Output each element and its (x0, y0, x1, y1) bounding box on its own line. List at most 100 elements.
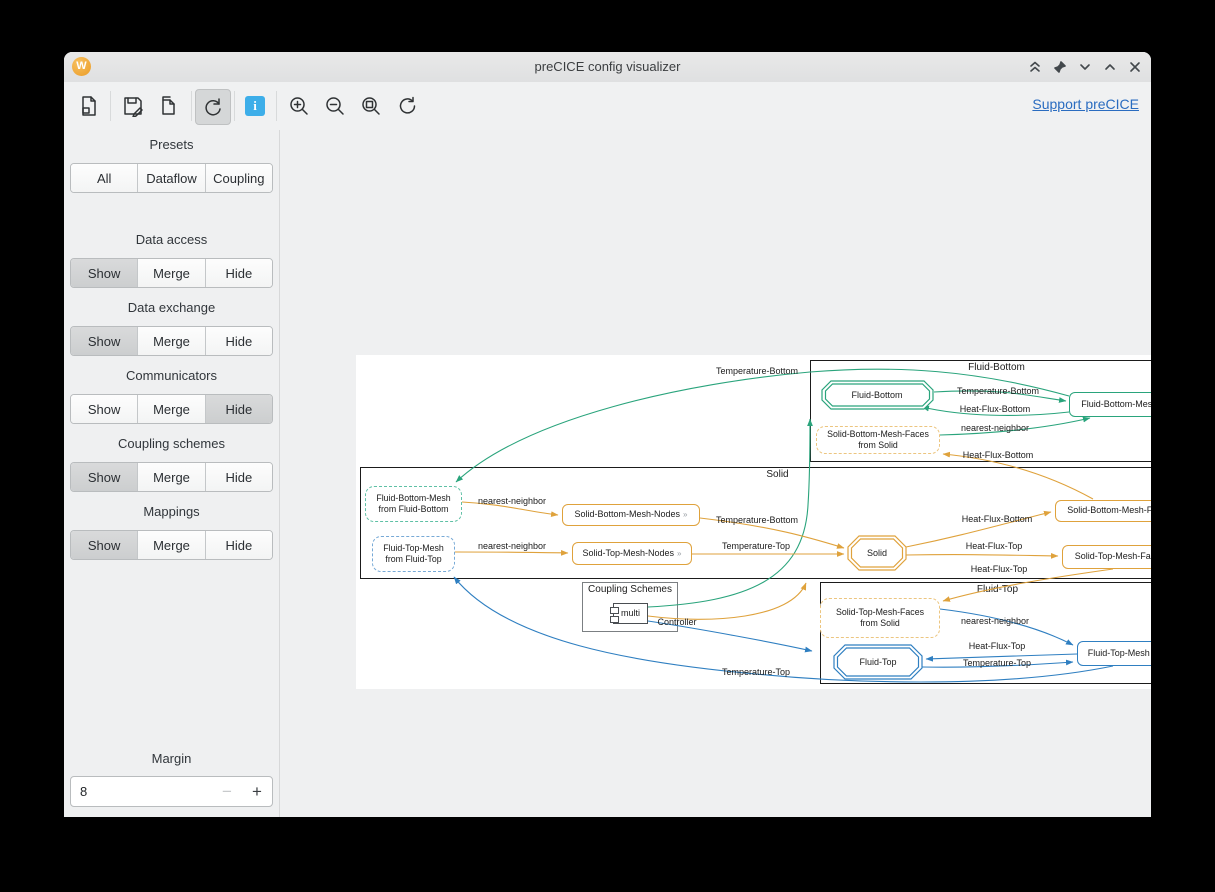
node-fluid-bottom-mesh-from-fluid-bottom[interactable]: Fluid-Bottom-Mesh from Fluid-Bottom (365, 486, 462, 522)
data-access-group: Show Merge Hide (70, 258, 273, 288)
cluster-title: Solid (766, 469, 789, 480)
toolbar: i Support preCICE (64, 82, 1151, 130)
node-solid-participant[interactable]: Solid (866, 548, 888, 558)
edge-label: Heat-Flux-Top (970, 564, 1028, 574)
edge-label: Heat-Flux-Top (968, 641, 1026, 651)
mappings-label: Mappings (143, 504, 200, 519)
mappings-show-button[interactable]: Show (71, 531, 139, 559)
edge-label: Temperature-Top (962, 658, 1032, 668)
toolbar-separator (191, 91, 192, 121)
open-file-button[interactable] (72, 89, 106, 123)
data-exchange-hide-button[interactable]: Hide (205, 327, 272, 355)
edge-label: Heat-Flux-Bottom (962, 450, 1034, 460)
pin-icon[interactable] (1052, 59, 1068, 75)
keep-above-icon[interactable] (1027, 59, 1043, 75)
coupling-schemes-show-button[interactable]: Show (71, 463, 139, 491)
coupling-schemes-hide-button[interactable]: Hide (205, 463, 272, 491)
data-exchange-label: Data exchange (127, 300, 216, 315)
edge-label: nearest-neighbor (477, 496, 547, 506)
edge-label: nearest-neighbor (960, 423, 1030, 433)
node-solid-top-mesh-nodes[interactable]: Solid-Top-Mesh-Nodes» (572, 542, 692, 565)
edge-label: nearest-neighbor (477, 541, 547, 551)
preset-all-button[interactable]: All (71, 164, 139, 192)
zoom-fit-button[interactable] (354, 89, 388, 123)
mappings-merge-button[interactable]: Merge (138, 531, 206, 559)
node-fluid-bottom-participant[interactable]: Fluid-Bottom (851, 390, 903, 400)
mesh-marker-icon: » (683, 510, 688, 519)
minimize-icon[interactable] (1077, 59, 1093, 75)
margin-increment-button[interactable]: + (252, 781, 262, 801)
communicators-hide-button[interactable]: Hide (205, 395, 272, 423)
copy-button[interactable] (150, 89, 184, 123)
margin-decrement-button[interactable]: − (222, 781, 232, 801)
edge-label: nearest-neighbor (960, 616, 1030, 626)
data-exchange-group: Show Merge Hide (70, 326, 273, 356)
window-title: preCICE config visualizer (534, 59, 681, 74)
save-button[interactable] (116, 89, 150, 123)
edge-label: Temperature-Top (721, 667, 791, 677)
edge-label: Controller (657, 617, 697, 627)
graph-view[interactable]: Fluid-Bottom Solid Coupling Schemes Flui… (280, 130, 1151, 817)
zoom-out-button[interactable] (318, 89, 352, 123)
refresh-button[interactable] (195, 89, 231, 125)
presets-label: Presets (149, 137, 194, 152)
support-precice-link[interactable]: Support preCICE (1032, 96, 1139, 112)
data-access-merge-button[interactable]: Merge (138, 259, 206, 287)
zoom-in-button[interactable] (282, 89, 316, 123)
sidebar: Presets All Dataflow Coupling Data acces… (64, 130, 280, 817)
coupling-schemes-merge-button[interactable]: Merge (138, 463, 206, 491)
node-fluid-bottom-mesh[interactable]: Fluid-Bottom-Mesh» (1069, 392, 1151, 417)
mesh-marker-icon: » (677, 548, 682, 558)
node-solid-top-mesh-faces[interactable]: Solid-Top-Mesh-Faces» (1062, 545, 1151, 569)
titlebar: W preCICE config visualizer (64, 52, 1151, 83)
toolbar-separator (234, 91, 235, 121)
margin-input[interactable] (71, 783, 212, 800)
coupling-schemes-label: Coupling schemes (118, 436, 225, 451)
node-solid-bottom-mesh-faces[interactable]: Solid-Bottom-Mesh-Faces» (1055, 500, 1151, 522)
node-solid-bottom-mesh-nodes[interactable]: Solid-Bottom-Mesh-Nodes» (562, 504, 700, 526)
edge-label: Heat-Flux-Bottom (961, 514, 1033, 524)
diagram-canvas[interactable]: Fluid-Bottom Solid Coupling Schemes Flui… (356, 355, 1151, 689)
preset-dataflow-button[interactable]: Dataflow (138, 164, 206, 192)
node-solid-top-mesh-faces-from-solid[interactable]: Solid-Top-Mesh-Faces from Solid (820, 598, 940, 638)
mappings-hide-button[interactable]: Hide (205, 531, 272, 559)
node-solid-bottom-mesh-faces-from-solid[interactable]: Solid-Bottom-Mesh-Faces from Solid (816, 426, 940, 454)
presets-group: All Dataflow Coupling (70, 163, 273, 193)
component-tab (610, 607, 619, 614)
margin-spinbox: − + (70, 776, 273, 807)
node-fluid-top-mesh-from-fluid-top[interactable]: Fluid-Top-Mesh from Fluid-Top (372, 536, 455, 572)
data-exchange-show-button[interactable]: Show (71, 327, 139, 355)
component-tab (610, 616, 619, 623)
data-access-show-button[interactable]: Show (71, 259, 139, 287)
app-window: W preCICE config visualizer (64, 52, 1151, 817)
app-icon[interactable]: W (72, 57, 91, 76)
data-access-label: Data access (135, 232, 208, 247)
data-access-hide-button[interactable]: Hide (205, 259, 272, 287)
cluster-title: Coupling Schemes (588, 584, 672, 595)
cluster-title: Fluid-Bottom (968, 362, 1025, 373)
edge-label: Temperature-Top (721, 541, 791, 551)
coupling-schemes-group: Show Merge Hide (70, 462, 273, 492)
preset-coupling-button[interactable]: Coupling (205, 164, 272, 192)
margin-label: Margin (151, 751, 192, 766)
data-exchange-merge-button[interactable]: Merge (138, 327, 206, 355)
communicators-show-button[interactable]: Show (71, 395, 139, 423)
node-fluid-top-mesh[interactable]: Fluid-Top-Mesh» (1077, 641, 1151, 666)
communicators-merge-button[interactable]: Merge (138, 395, 206, 423)
info-button[interactable]: i (238, 89, 272, 123)
edge-label: Temperature-Bottom (715, 366, 799, 376)
zoom-reset-button[interactable] (390, 89, 424, 123)
node-multi-coupling-scheme[interactable]: multi (610, 603, 648, 624)
toolbar-separator (110, 91, 111, 121)
communicators-label: Communicators (125, 368, 218, 383)
maximize-icon[interactable] (1102, 59, 1118, 75)
cluster-title: Fluid-Top (976, 584, 1019, 595)
info-icon: i (245, 96, 265, 116)
close-icon[interactable] (1127, 59, 1143, 75)
mappings-group: Show Merge Hide (70, 530, 273, 560)
edge-label: Heat-Flux-Top (965, 541, 1023, 551)
node-fluid-top-participant[interactable]: Fluid-Top (859, 657, 897, 667)
communicators-group: Show Merge Hide (70, 394, 273, 424)
edge-label: Temperature-Bottom (715, 515, 799, 525)
